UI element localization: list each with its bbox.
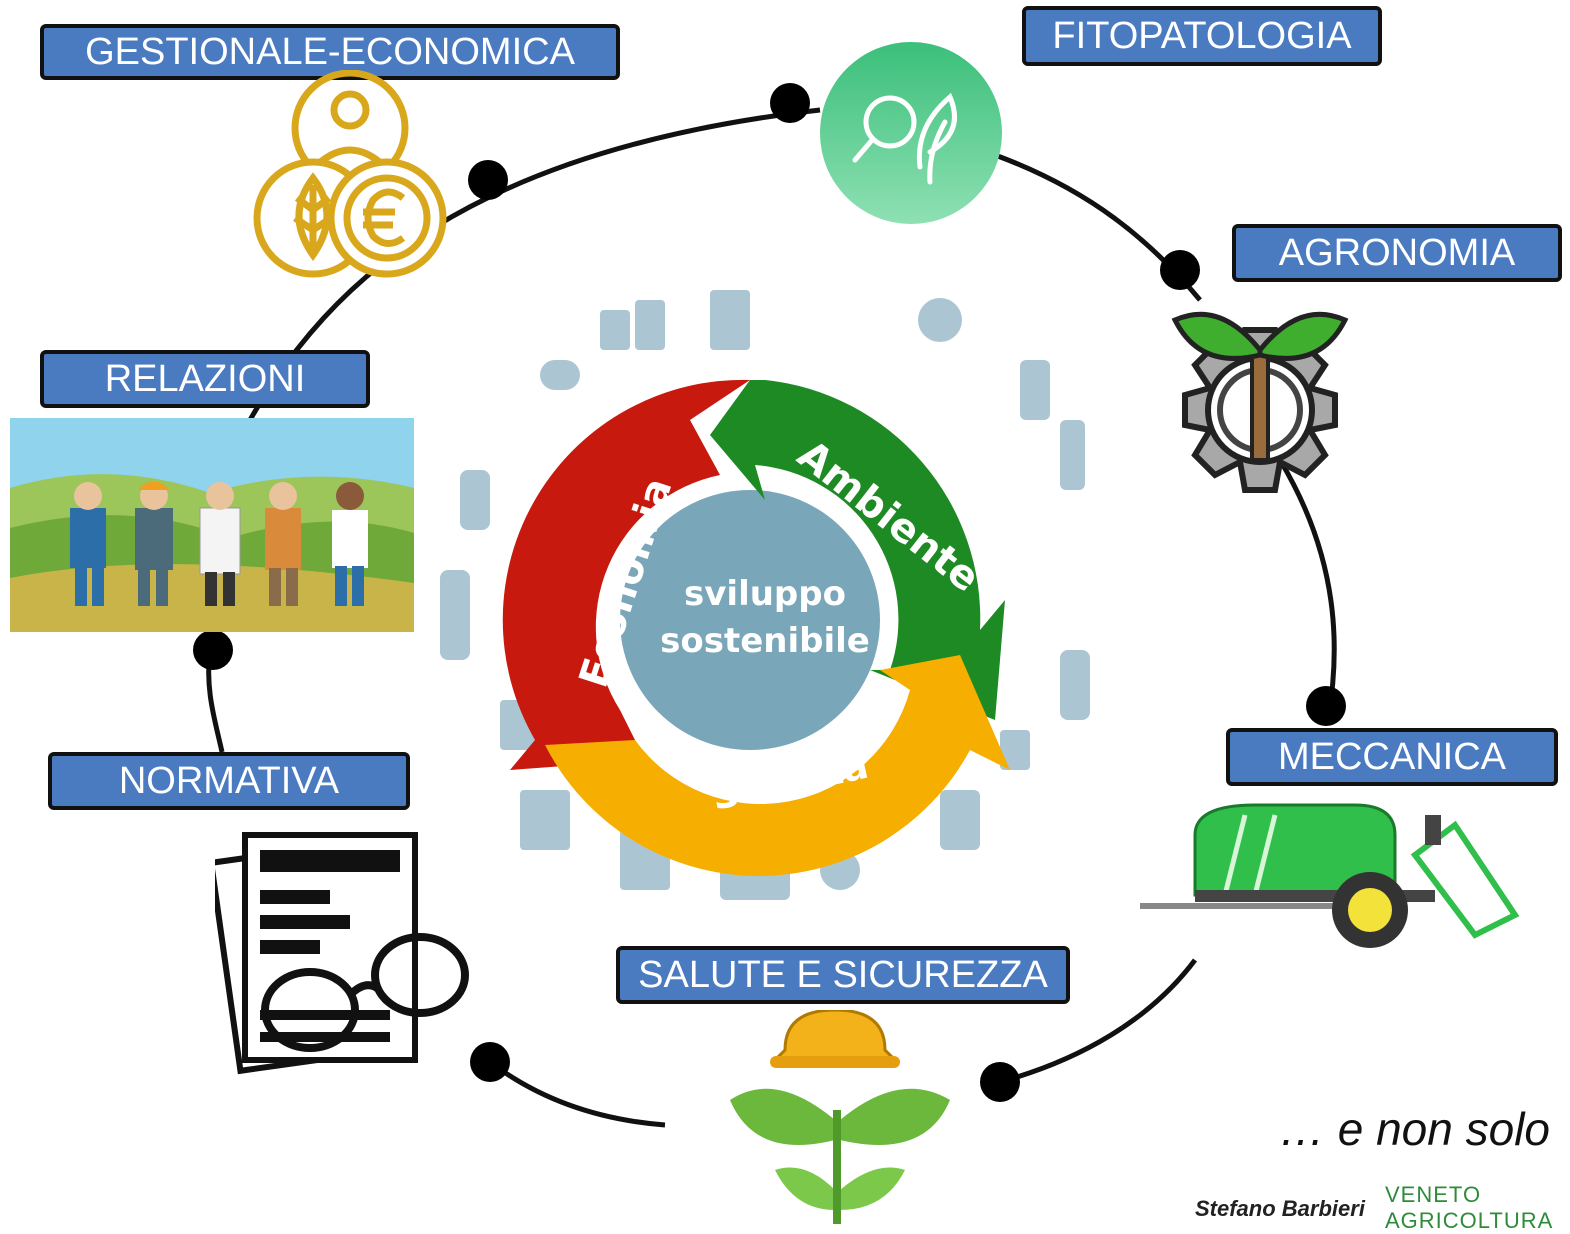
- hub-line-1: sviluppo: [684, 574, 846, 614]
- coins-euro-icon: [253, 70, 447, 278]
- label-meccanica: MECCANICA: [1226, 728, 1558, 786]
- ring-dot: [1160, 250, 1200, 290]
- ring-dot: [1306, 686, 1346, 726]
- hub-line-2: sostenibile: [660, 621, 870, 661]
- label-fitopatologia: FITOPATOLOGIA: [1022, 6, 1382, 66]
- ring-dot: [980, 1062, 1020, 1102]
- label-relazioni: RELAZIONI: [40, 350, 370, 408]
- logo-text: VENETO AGRICOLTURA: [1385, 1182, 1554, 1233]
- documents-glasses-icon: [215, 832, 469, 1075]
- ring-dot: [468, 160, 508, 200]
- ring-dot: [770, 83, 810, 123]
- farmers-illustration: [10, 418, 414, 632]
- label-gestionale-economica: GESTIONALE-ECONOMICA: [40, 24, 620, 80]
- gear-sprout-icon: [1171, 311, 1349, 493]
- ring-dot: [470, 1042, 510, 1082]
- sustainability-cycle: Economia Ambiente Società sviluppo soste…: [440, 290, 1090, 900]
- tagline: … e non solo: [1278, 1103, 1550, 1155]
- sprayer-icon: [1140, 803, 1520, 948]
- ring-arc-bottom-left: [488, 1060, 666, 1128]
- ring-dot: [193, 630, 233, 670]
- label-agronomia: AGRONOMIA: [1232, 224, 1562, 282]
- sprout-helmet-icon: [730, 1010, 950, 1224]
- magnifier-leaf-icon: [820, 42, 1002, 224]
- ring-arc-bottom-right: [999, 958, 1197, 1085]
- label-salute-sicurezza: SALUTE E SICUREZZA: [616, 946, 1070, 1004]
- author-name: Stefano Barbieri: [1195, 1196, 1365, 1221]
- label-normativa: NORMATIVA: [48, 752, 410, 810]
- veneto-agricoltura-logo: VENETO AGRICOLTURA: [1385, 1182, 1565, 1233]
